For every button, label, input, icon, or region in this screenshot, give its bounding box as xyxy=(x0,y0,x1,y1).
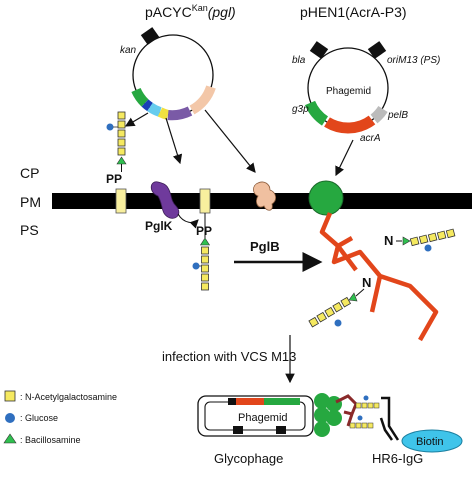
n-site-1: N xyxy=(384,233,393,248)
right-plasmid xyxy=(304,41,389,134)
legend-galnac-label: : N-Acetylgalactosamine xyxy=(20,392,117,402)
left-plasmid-title: pACYCKan(pgl) xyxy=(145,3,236,20)
ps-label: PS xyxy=(20,222,39,238)
hr6-igg-label: HR6-IgG xyxy=(372,451,423,466)
pglb-protein xyxy=(253,181,276,211)
legend-glucose-label: : Glucose xyxy=(20,413,58,423)
ori-label: oriM13 (PS) xyxy=(387,55,440,66)
legend-bac-label: : Bacillosamine xyxy=(20,435,81,445)
pp-label-top: PP xyxy=(106,172,122,186)
arrow-to-pglb xyxy=(204,109,256,173)
phagemid-center-label: Phagemid xyxy=(326,86,371,97)
legend-bac-swatch xyxy=(3,433,17,444)
arrow-to-pglk xyxy=(165,117,183,165)
lipid-carrier-1 xyxy=(115,188,127,214)
bla-label: bla xyxy=(292,55,306,66)
acra-anchor xyxy=(308,180,344,216)
pp-label-bottom: PP xyxy=(196,224,212,238)
hr6-igg-antibody xyxy=(379,396,400,441)
acra-label: acrA xyxy=(360,133,381,144)
flip-arrow xyxy=(177,213,199,229)
glycophage-phagemid-label: Phagemid xyxy=(238,412,288,424)
pelb-label: pelB xyxy=(387,110,408,121)
arrow-to-acra xyxy=(335,139,354,177)
glycophage xyxy=(197,393,380,437)
pglk-label: PglK xyxy=(145,219,173,233)
glycan-n1 xyxy=(396,228,456,252)
biotin-ellipse xyxy=(401,429,463,453)
glycan-chain-top xyxy=(106,111,127,172)
pglb-label: PglB xyxy=(250,239,280,254)
biotin-label: Biotin xyxy=(416,436,444,448)
glycophage-label: Glycophage xyxy=(214,451,283,466)
kan-label: kan xyxy=(120,45,137,56)
cp-label: CP xyxy=(20,165,39,181)
glycan-chain-bottom xyxy=(192,213,211,291)
right-plasmid-title: pHEN1(AcrA-P3) xyxy=(300,4,407,20)
arrow-to-glycan xyxy=(124,112,149,127)
pm-label: PM xyxy=(20,194,41,210)
left-plasmid xyxy=(131,27,216,121)
acra-protein xyxy=(319,212,439,342)
glycan-n2 xyxy=(308,288,365,328)
kan-marker xyxy=(140,27,160,45)
legend-glucose-swatch xyxy=(5,413,15,423)
n-site-2: N xyxy=(362,275,371,290)
infection-label: infection with VCS M13 xyxy=(162,349,296,364)
legend-galnac-swatch xyxy=(4,390,16,402)
g3p-label: g3p xyxy=(292,104,309,115)
lipid-carrier-2 xyxy=(199,188,211,214)
